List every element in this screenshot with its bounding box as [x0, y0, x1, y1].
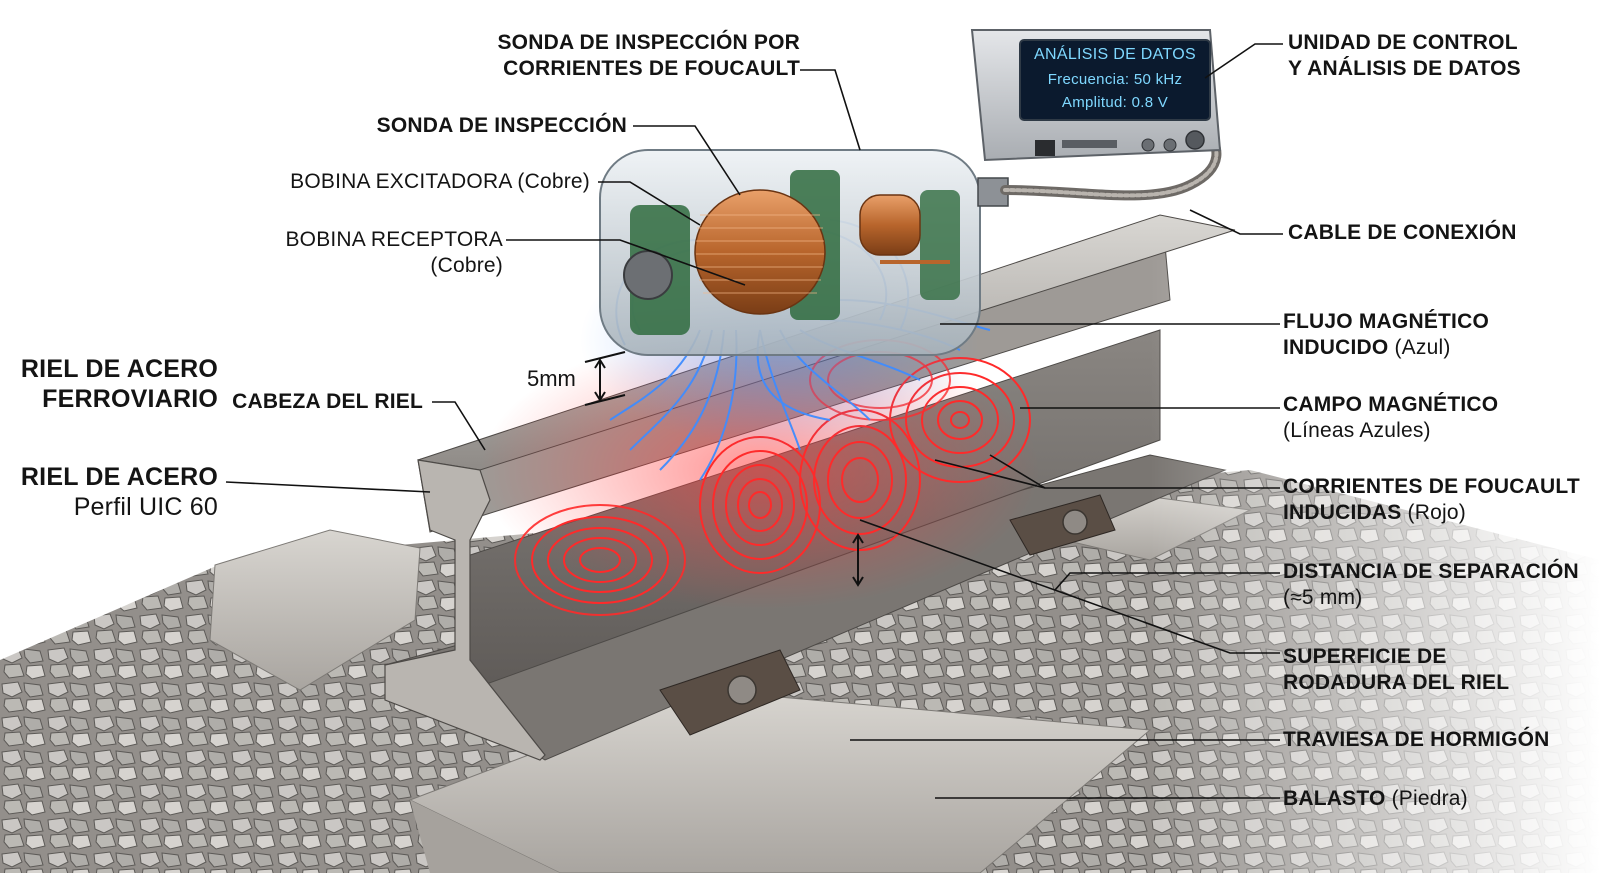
label-distance-note: (≈5 mm) — [1283, 586, 1363, 609]
receiver-coil — [859, 194, 950, 264]
label-flux: FLUJO MAGNÉTICO INDUCIDO (Azul) — [1283, 309, 1489, 361]
label-control-unit-line1: UNIDAD DE CONTROL — [1288, 31, 1518, 54]
label-steel-rail-title-line1: RIEL DE ACERO — [20, 355, 218, 383]
label-sleeper: TRAVIESA DE HORMIGÓN — [1283, 727, 1550, 753]
label-field: CAMPO MAGNÉTICO (Líneas Azules) — [1283, 392, 1498, 444]
label-surface: SUPERFICIE DE RODADURA DEL RIEL — [1283, 644, 1509, 696]
label-probe-eddy-line2: CORRIENTES DE FOUCAULT — [503, 57, 800, 80]
label-flux-line2: INDUCIDO — [1283, 336, 1389, 359]
label-steel-rail-text: RIEL DE ACERO — [20, 463, 218, 491]
label-surface-line2: RODADURA DEL RIEL — [1283, 671, 1510, 694]
label-ballast: BALASTO (Piedra) — [1283, 786, 1468, 812]
label-eddy: CORRIENTES DE FOUCAULT INDUCIDAS (Rojo) — [1283, 474, 1580, 526]
label-flux-note: (Azul) — [1394, 336, 1451, 359]
inspection-probe — [599, 149, 1009, 356]
gap-mark: 5mm — [527, 366, 576, 391]
label-rail-head-text: CABEZA DEL RIEL — [232, 390, 423, 413]
label-flux-line1: FLUJO MAGNÉTICO — [1283, 310, 1489, 333]
label-probe-eddy: SONDA DE INSPECCIÓN POR CORRIENTES DE FO… — [497, 30, 800, 82]
label-cable-text: CABLE DE CONEXIÓN — [1288, 221, 1517, 244]
label-receiver-coil-line2: (Cobre) — [430, 254, 503, 277]
label-sleeper-text: TRAVIESA DE HORMIGÓN — [1283, 728, 1550, 751]
label-receiver-coil-line1: BOBINA RECEPTORA — [285, 228, 503, 251]
label-rail-profile: Perfil UIC 60 — [73, 493, 218, 521]
gap-indicator — [584, 351, 864, 587]
label-exciter-coil-text: BOBINA EXCITADORA (Cobre) — [290, 170, 590, 193]
right-fade — [1150, 260, 1600, 873]
label-eddy-note: (Rojo) — [1407, 501, 1466, 524]
label-field-text: CAMPO MAGNÉTICO — [1283, 393, 1499, 416]
label-receiver-coil: BOBINA RECEPTORA (Cobre) — [285, 227, 503, 279]
label-ballast-text: BALASTO — [1283, 787, 1386, 810]
label-control-unit-line2: Y ANÁLISIS DE DATOS — [1288, 57, 1521, 80]
label-rail-head: CABEZA DEL RIEL — [232, 389, 423, 415]
screen-title: ANÁLISIS DE DATOS — [1034, 46, 1196, 63]
label-steel-rail-title: RIEL DE ACERO FERROVIARIO — [21, 354, 218, 414]
control-unit — [970, 29, 1222, 162]
label-surface-line1: SUPERFICIE DE — [1283, 645, 1447, 668]
label-probe-text: SONDA DE INSPECCIÓN — [376, 114, 627, 137]
label-probe: SONDA DE INSPECCIÓN — [377, 113, 627, 139]
label-steel-rail-title-line2: FERROVIARIO — [42, 385, 218, 413]
exciter-coil — [694, 189, 826, 315]
label-ballast-note: (Piedra) — [1391, 787, 1468, 810]
label-distance: DISTANCIA DE SEPARACIÓN (≈5 mm) — [1283, 559, 1579, 611]
label-steel-rail: RIEL DE ACERO Perfil UIC 60 — [21, 462, 218, 522]
label-field-note: (Líneas Azules) — [1283, 419, 1431, 442]
label-distance-text: DISTANCIA DE SEPARACIÓN — [1283, 560, 1579, 583]
label-probe-eddy-line1: SONDA DE INSPECCIÓN POR — [497, 31, 800, 54]
label-control-unit: UNIDAD DE CONTROL Y ANÁLISIS DE DATOS — [1288, 30, 1521, 82]
label-eddy-line1: CORRIENTES DE FOUCAULT — [1283, 475, 1580, 498]
screen-amplitude: Amplitud: 0.8 V — [1061, 94, 1169, 111]
label-exciter-coil: BOBINA EXCITADORA (Cobre) — [290, 169, 590, 195]
leader-lines — [225, 43, 1283, 799]
label-cable: CABLE DE CONEXIÓN — [1288, 220, 1517, 246]
label-eddy-line2: INDUCIDAS — [1283, 501, 1402, 524]
screen-frequency: Frecuencia: 50 kHz — [1047, 71, 1183, 88]
rail-fastener — [659, 494, 1116, 736]
